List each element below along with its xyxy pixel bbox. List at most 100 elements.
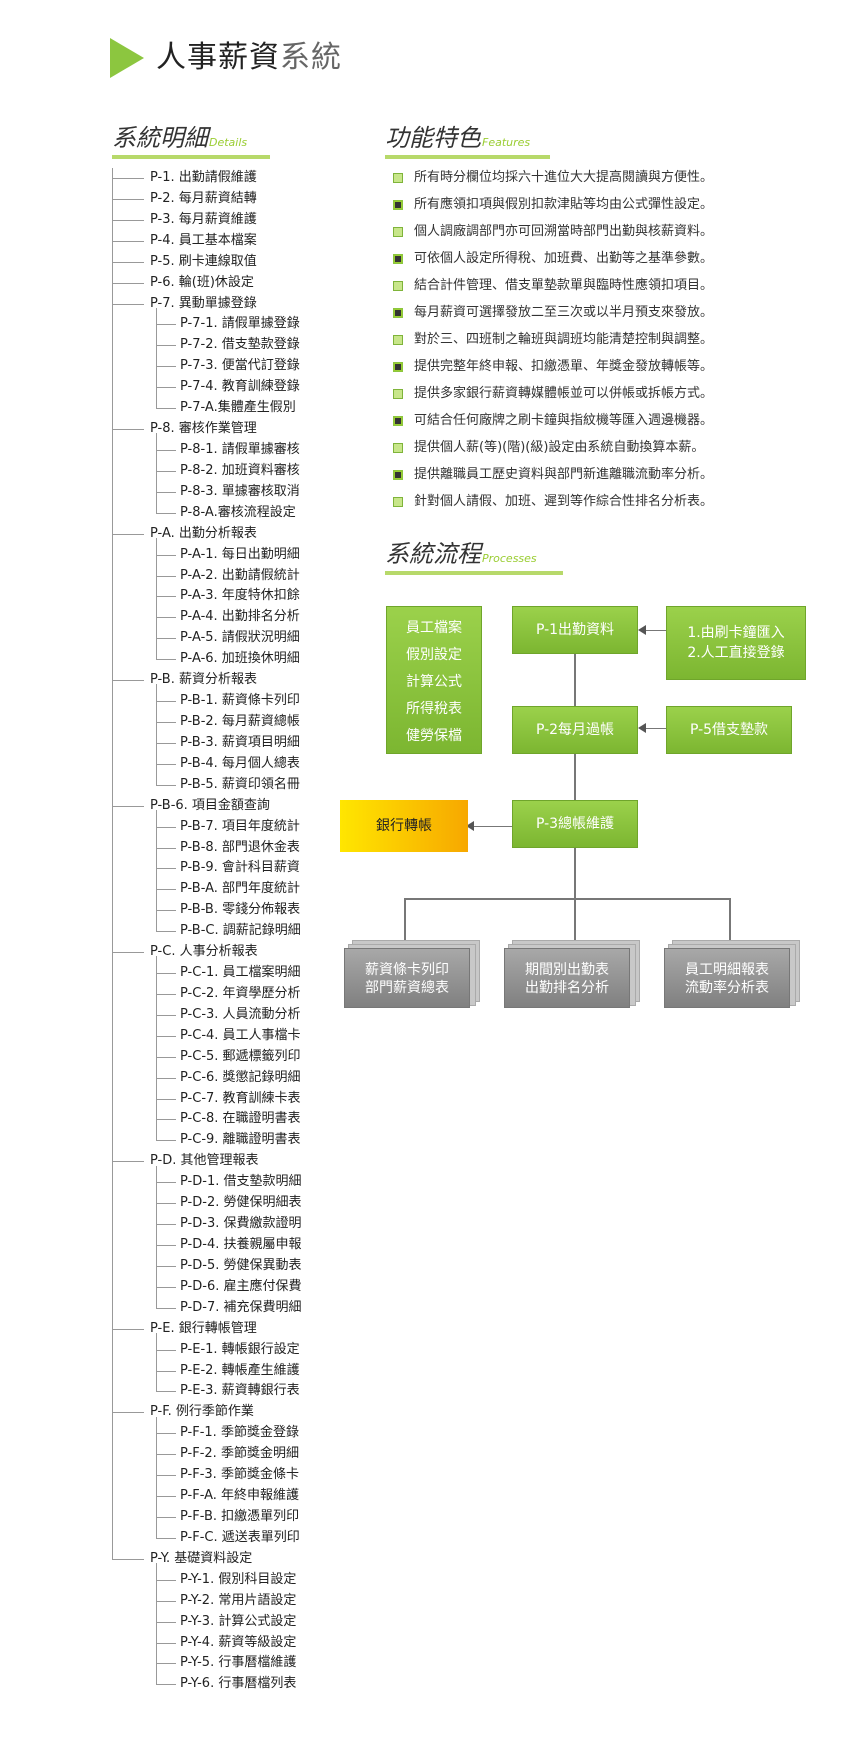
tree-item[interactable]: P-F. 例行季節作業 xyxy=(112,1402,342,1423)
tree-item[interactable]: P-B. 薪資分析報表 xyxy=(112,670,342,691)
tree-subitem[interactable]: P-8-3. 單據審核取消 xyxy=(112,482,342,503)
tree-subitem[interactable]: P-E-2. 轉帳產生維護 xyxy=(112,1361,342,1382)
output-item: 部門薪資總表 xyxy=(365,980,449,996)
tree-subitem[interactable]: P-C-7. 教育訓練卡表 xyxy=(112,1089,342,1110)
tree-item[interactable]: P-4. 員工基本檔案 xyxy=(112,231,342,252)
tree-item[interactable]: P-A. 出勤分析報表 xyxy=(112,524,342,545)
tree-subitem[interactable]: P-8-A.審核流程設定 xyxy=(112,503,342,524)
tree-subitem[interactable]: P-C-2. 年資學歷分析 xyxy=(112,984,342,1005)
feature-text: 結合計件管理、借支單墊款單與臨時性應領扣項目。 xyxy=(414,278,714,293)
tree-item[interactable]: P-5. 刷卡連線取值 xyxy=(112,252,342,273)
tree-subitem[interactable]: P-B-1. 薪資條卡列印 xyxy=(112,691,342,712)
tree-subitem[interactable]: P-C-4. 員工人事檔卡 xyxy=(112,1026,342,1047)
tree-subitem[interactable]: P-D-1. 借支墊款明細 xyxy=(112,1172,342,1193)
tree-subitem[interactable]: P-C-9. 離職證明書表 xyxy=(112,1130,342,1151)
tree-item[interactable]: P-2. 每月薪資結轉 xyxy=(112,189,342,210)
feature-text: 提供多家銀行薪資轉媒體帳並可以併帳或拆帳方式。 xyxy=(414,386,714,401)
bullet-square-icon xyxy=(393,254,403,264)
header-triangle-icon xyxy=(110,38,144,78)
feature-item: 針對個人請假、加班、遲到等作綜合性排名分析表。 xyxy=(390,490,830,517)
tree-item[interactable]: P-1. 出勤請假維護 xyxy=(112,168,342,189)
tree-subitem[interactable]: P-7-1. 請假單據登錄 xyxy=(112,314,342,335)
tree-subitem[interactable]: P-B-9. 會計科目薪資 xyxy=(112,858,342,879)
tree-item[interactable]: P-D. 其他管理報表 xyxy=(112,1151,342,1172)
tree-subitem[interactable]: P-F-1. 季節獎金登錄 xyxy=(112,1423,342,1444)
tree-item[interactable]: P-B-6. 項目金額查詢 xyxy=(112,796,342,817)
tree-subitem[interactable]: P-B-3. 薪資項目明細 xyxy=(112,733,342,754)
tree-subitem[interactable]: P-8-1. 請假單據審核 xyxy=(112,440,342,461)
tree-subitem[interactable]: P-C-3. 人員流動分析 xyxy=(112,1005,342,1026)
tree-item[interactable]: P-3. 每月薪資維護 xyxy=(112,210,342,231)
tree-subitem[interactable]: P-Y-5. 行事曆檔維護 xyxy=(112,1653,342,1674)
line-input-p1 xyxy=(646,630,666,631)
feature-text: 所有應領扣項與假別扣款津貼等均由公式彈性設定。 xyxy=(414,197,714,212)
tree-subitem[interactable]: P-B-4. 每月個人總表 xyxy=(112,754,342,775)
tree-subitem[interactable]: P-E-3. 薪資轉銀行表 xyxy=(112,1381,342,1402)
tree-subitem[interactable]: P-Y-6. 行事曆檔列表 xyxy=(112,1674,342,1695)
tree-subitem[interactable]: P-B-8. 部門退休金表 xyxy=(112,838,342,859)
feature-item: 提供完整年終申報、扣繳憑單、年獎金發放轉帳等。 xyxy=(390,355,830,382)
bank-label: 銀行轉帳 xyxy=(376,818,432,834)
feature-text: 針對個人請假、加班、遲到等作綜合性排名分析表。 xyxy=(414,494,714,509)
tree-item[interactable]: P-Y. 基礎資料設定 xyxy=(112,1549,342,1570)
tree-subitem[interactable]: P-B-B. 零錢分佈報表 xyxy=(112,900,342,921)
tree-subitem[interactable]: P-B-7. 項目年度統計 xyxy=(112,817,342,838)
tree-subitem[interactable]: P-D-5. 勞健保異動表 xyxy=(112,1256,342,1277)
tree-subitem[interactable]: P-8-2. 加班資料審核 xyxy=(112,461,342,482)
tree-subitem[interactable]: P-D-4. 扶養親屬申報 xyxy=(112,1235,342,1256)
tree-subitem[interactable]: P-Y-2. 常用片語設定 xyxy=(112,1591,342,1612)
tree-subitem[interactable]: P-C-6. 獎懲記錄明細 xyxy=(112,1068,342,1089)
tree-subitem[interactable]: P-C-1. 員工檔案明細 xyxy=(112,963,342,984)
tree-subitem[interactable]: P-7-4. 教育訓練登錄 xyxy=(112,377,342,398)
feature-text: 提供完整年終申報、扣繳憑單、年獎金發放轉帳等。 xyxy=(414,359,714,374)
tree-subitem[interactable]: P-Y-1. 假別科目設定 xyxy=(112,1570,342,1591)
tree-subitem[interactable]: P-F-3. 季節獎金條卡 xyxy=(112,1465,342,1486)
tree-item[interactable]: P-8. 審核作業管理 xyxy=(112,419,342,440)
tree-item[interactable]: P-6. 輪(班)休設定 xyxy=(112,273,342,294)
bullet-square-icon xyxy=(393,200,403,210)
tree-subitem[interactable]: P-F-A. 年終申報維護 xyxy=(112,1486,342,1507)
tree-subitem[interactable]: P-A-2. 出勤請假統計 xyxy=(112,566,342,587)
tree-subitem[interactable]: P-B-5. 薪資印領名冊 xyxy=(112,775,342,796)
tree-subitem[interactable]: P-D-6. 雇主應付保費 xyxy=(112,1277,342,1298)
tree-item[interactable]: P-7. 異動單據登錄 xyxy=(112,294,342,315)
tree-subitem[interactable]: P-A-5. 請假狀況明細 xyxy=(112,628,342,649)
tree-subitem[interactable]: P-Y-4. 薪資等級設定 xyxy=(112,1633,342,1654)
bullet-square-icon xyxy=(393,227,403,237)
tree-subitem[interactable]: P-B-C. 調薪記錄明細 xyxy=(112,921,342,942)
line-p3-down xyxy=(574,848,576,898)
processes-subtitle: Processes xyxy=(482,552,537,565)
tree-branch-line xyxy=(156,1165,157,1309)
bullet-square-icon xyxy=(393,497,403,507)
tree-subitem[interactable]: P-A-4. 出勤排名分析 xyxy=(112,607,342,628)
tree-subitem[interactable]: P-B-2. 每月薪資總帳 xyxy=(112,712,342,733)
bullet-square-icon xyxy=(393,389,403,399)
arrow-left-icon xyxy=(638,625,646,635)
input-source-item: 2.人工直接登錄 xyxy=(687,645,785,661)
tree-subitem[interactable]: P-7-A.集體產生假別 xyxy=(112,398,342,419)
line-out2 xyxy=(574,898,576,946)
tree-subitem[interactable]: P-A-1. 每日出勤明細 xyxy=(112,545,342,566)
tree-subitem[interactable]: P-C-8. 在職證明書表 xyxy=(112,1109,342,1130)
tree-subitem[interactable]: P-D-3. 保費繳款證明 xyxy=(112,1214,342,1235)
tree-subitem[interactable]: P-Y-3. 計算公式設定 xyxy=(112,1612,342,1633)
tree-subitem[interactable]: P-7-2. 借支墊款登錄 xyxy=(112,335,342,356)
tree-subitem[interactable]: P-A-6. 加班換休明細 xyxy=(112,649,342,670)
feature-text: 所有時分欄位均採六十進位大大提高閱讀與方便性。 xyxy=(414,170,714,185)
tree-subitem[interactable]: P-C-5. 郵遞標籤列印 xyxy=(112,1047,342,1068)
tree-item[interactable]: P-E. 銀行轉帳管理 xyxy=(112,1319,342,1340)
feature-text: 個人調廠調部門亦可回溯當時部門出勤與核薪資料。 xyxy=(414,224,714,239)
tree-subitem[interactable]: P-F-2. 季節獎金明細 xyxy=(112,1444,342,1465)
tree-subitem[interactable]: P-7-3. 便當代訂登錄 xyxy=(112,356,342,377)
title-light: 系統 xyxy=(280,40,342,75)
tree-subitem[interactable]: P-D-7. 補充保費明細 xyxy=(112,1298,342,1319)
tree-subitem[interactable]: P-A-3. 年度特休扣餘 xyxy=(112,586,342,607)
tree-subitem[interactable]: P-F-B. 扣繳憑單列印 xyxy=(112,1507,342,1528)
tree-subitem[interactable]: P-F-C. 遞送表單列印 xyxy=(112,1528,342,1549)
left-box-item: 假別設定 xyxy=(406,647,462,663)
tree-item[interactable]: P-C. 人事分析報表 xyxy=(112,942,342,963)
tree-subitem[interactable]: P-D-2. 勞健保明細表 xyxy=(112,1193,342,1214)
tree-subitem[interactable]: P-E-1. 轉帳銀行設定 xyxy=(112,1340,342,1361)
line-out1 xyxy=(404,898,406,946)
tree-subitem[interactable]: P-B-A. 部門年度統計 xyxy=(112,879,342,900)
